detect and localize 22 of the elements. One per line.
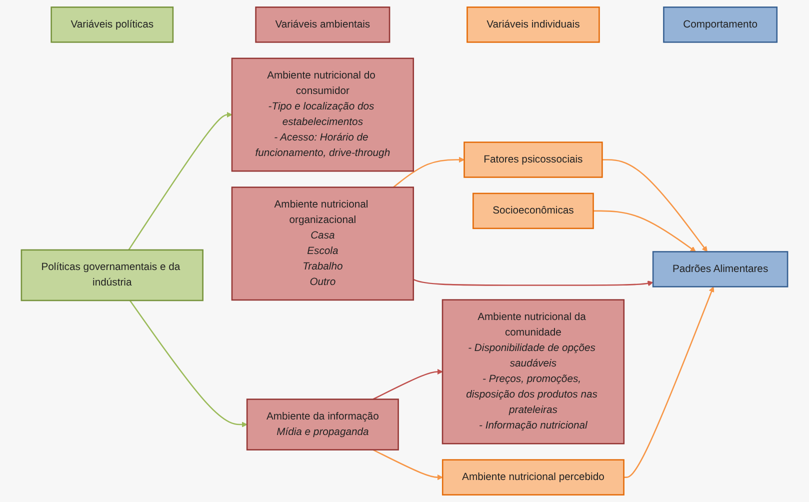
arrow — [413, 278, 654, 286]
node-box: Fatores psicossociais — [464, 142, 603, 178]
node-box: Padrões Alimentares — [652, 251, 788, 288]
arrow — [392, 156, 464, 188]
node-box: Ambiente nutricional do consumidor -Tipo e localização dos estabelecimentos - Acesso: Horário de funcionamento, drive-through — [231, 58, 414, 172]
node-box: Variáveis políticas — [50, 6, 174, 43]
node-box: Variáveis ambientais — [255, 6, 390, 43]
arrow — [593, 210, 696, 252]
arrow — [372, 449, 443, 480]
node-box: Ambiente nutricional da comunidade - Disponibilidade de opções saudáveis - Preços, promoções, disposição dos produtos nas prateleiras - Informação nutricional — [442, 299, 625, 444]
node-box: Ambiente nutricional organizacional Casa Escola Trabalho Outro — [231, 186, 414, 301]
arrow — [624, 286, 714, 478]
node-box: Ambiente da informação Mídia e propaganda — [246, 398, 399, 450]
node-box: Ambiente nutricional percebido — [442, 459, 624, 496]
node-box: Variáveis individuais — [466, 6, 600, 43]
node-box: Políticas governamentais e da indústria — [20, 249, 204, 302]
arrow — [128, 112, 232, 250]
arrow — [602, 159, 708, 252]
arrow — [129, 300, 248, 428]
arrow — [372, 368, 443, 400]
node-box: Socioeconômicas — [472, 192, 594, 230]
node-box: Comportamento — [663, 6, 778, 43]
